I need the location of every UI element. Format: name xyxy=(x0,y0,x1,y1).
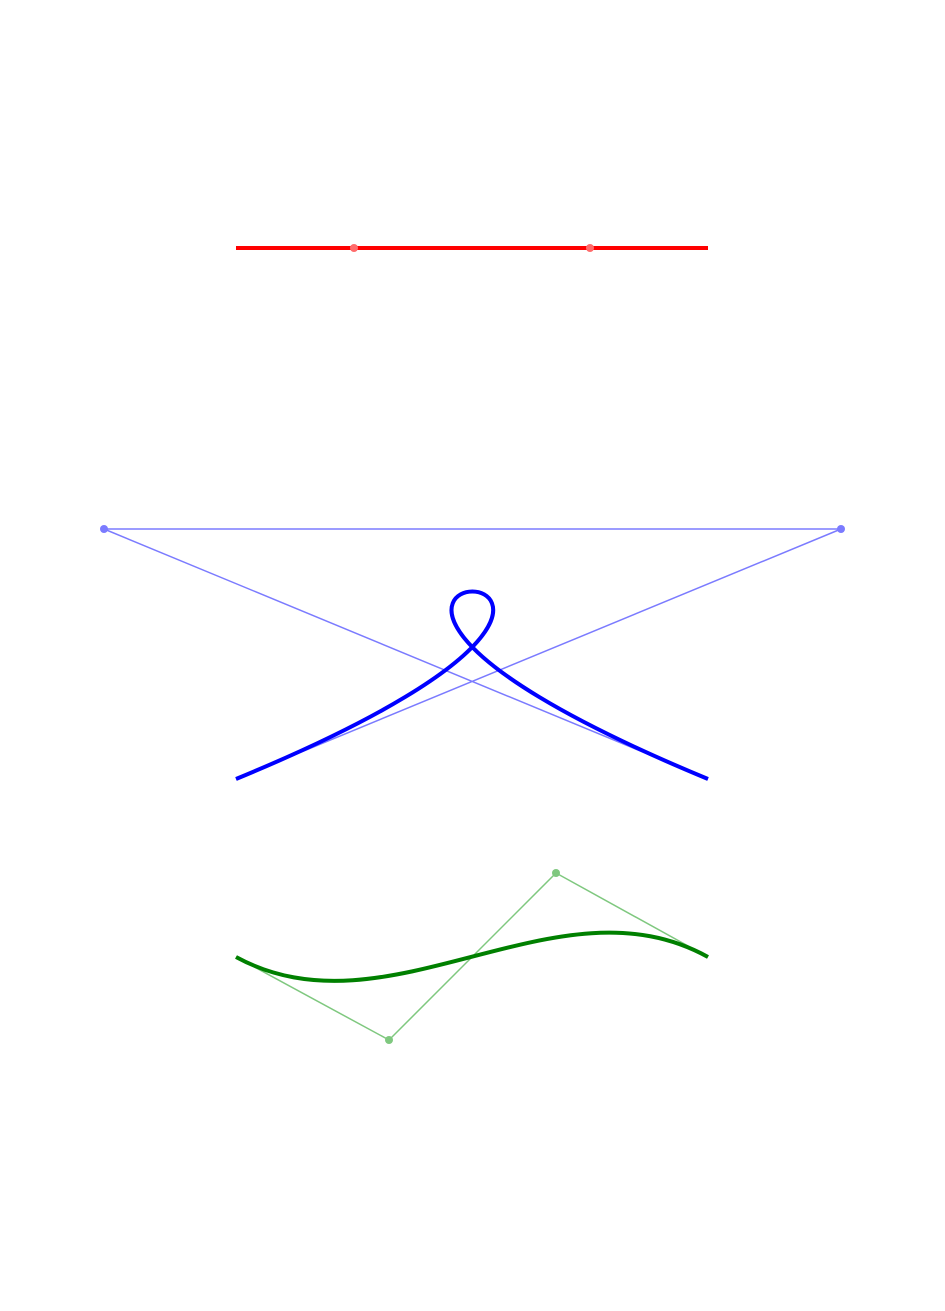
green-control-point-2[interactable] xyxy=(552,869,560,877)
red-bezier-group xyxy=(236,244,708,252)
green-control-point-1[interactable] xyxy=(385,1036,393,1044)
red-control-point-1[interactable] xyxy=(350,244,358,252)
green-bezier-curve xyxy=(235,930,709,983)
blue-control-point-1[interactable] xyxy=(837,525,845,533)
blue-bezier-group xyxy=(100,525,845,781)
blue-bezier-curve xyxy=(235,589,709,781)
blue-control-polygon xyxy=(103,528,842,780)
blue-control-point-2[interactable] xyxy=(100,525,108,533)
green-bezier-group xyxy=(235,869,709,1044)
red-control-point-2[interactable] xyxy=(586,244,594,252)
